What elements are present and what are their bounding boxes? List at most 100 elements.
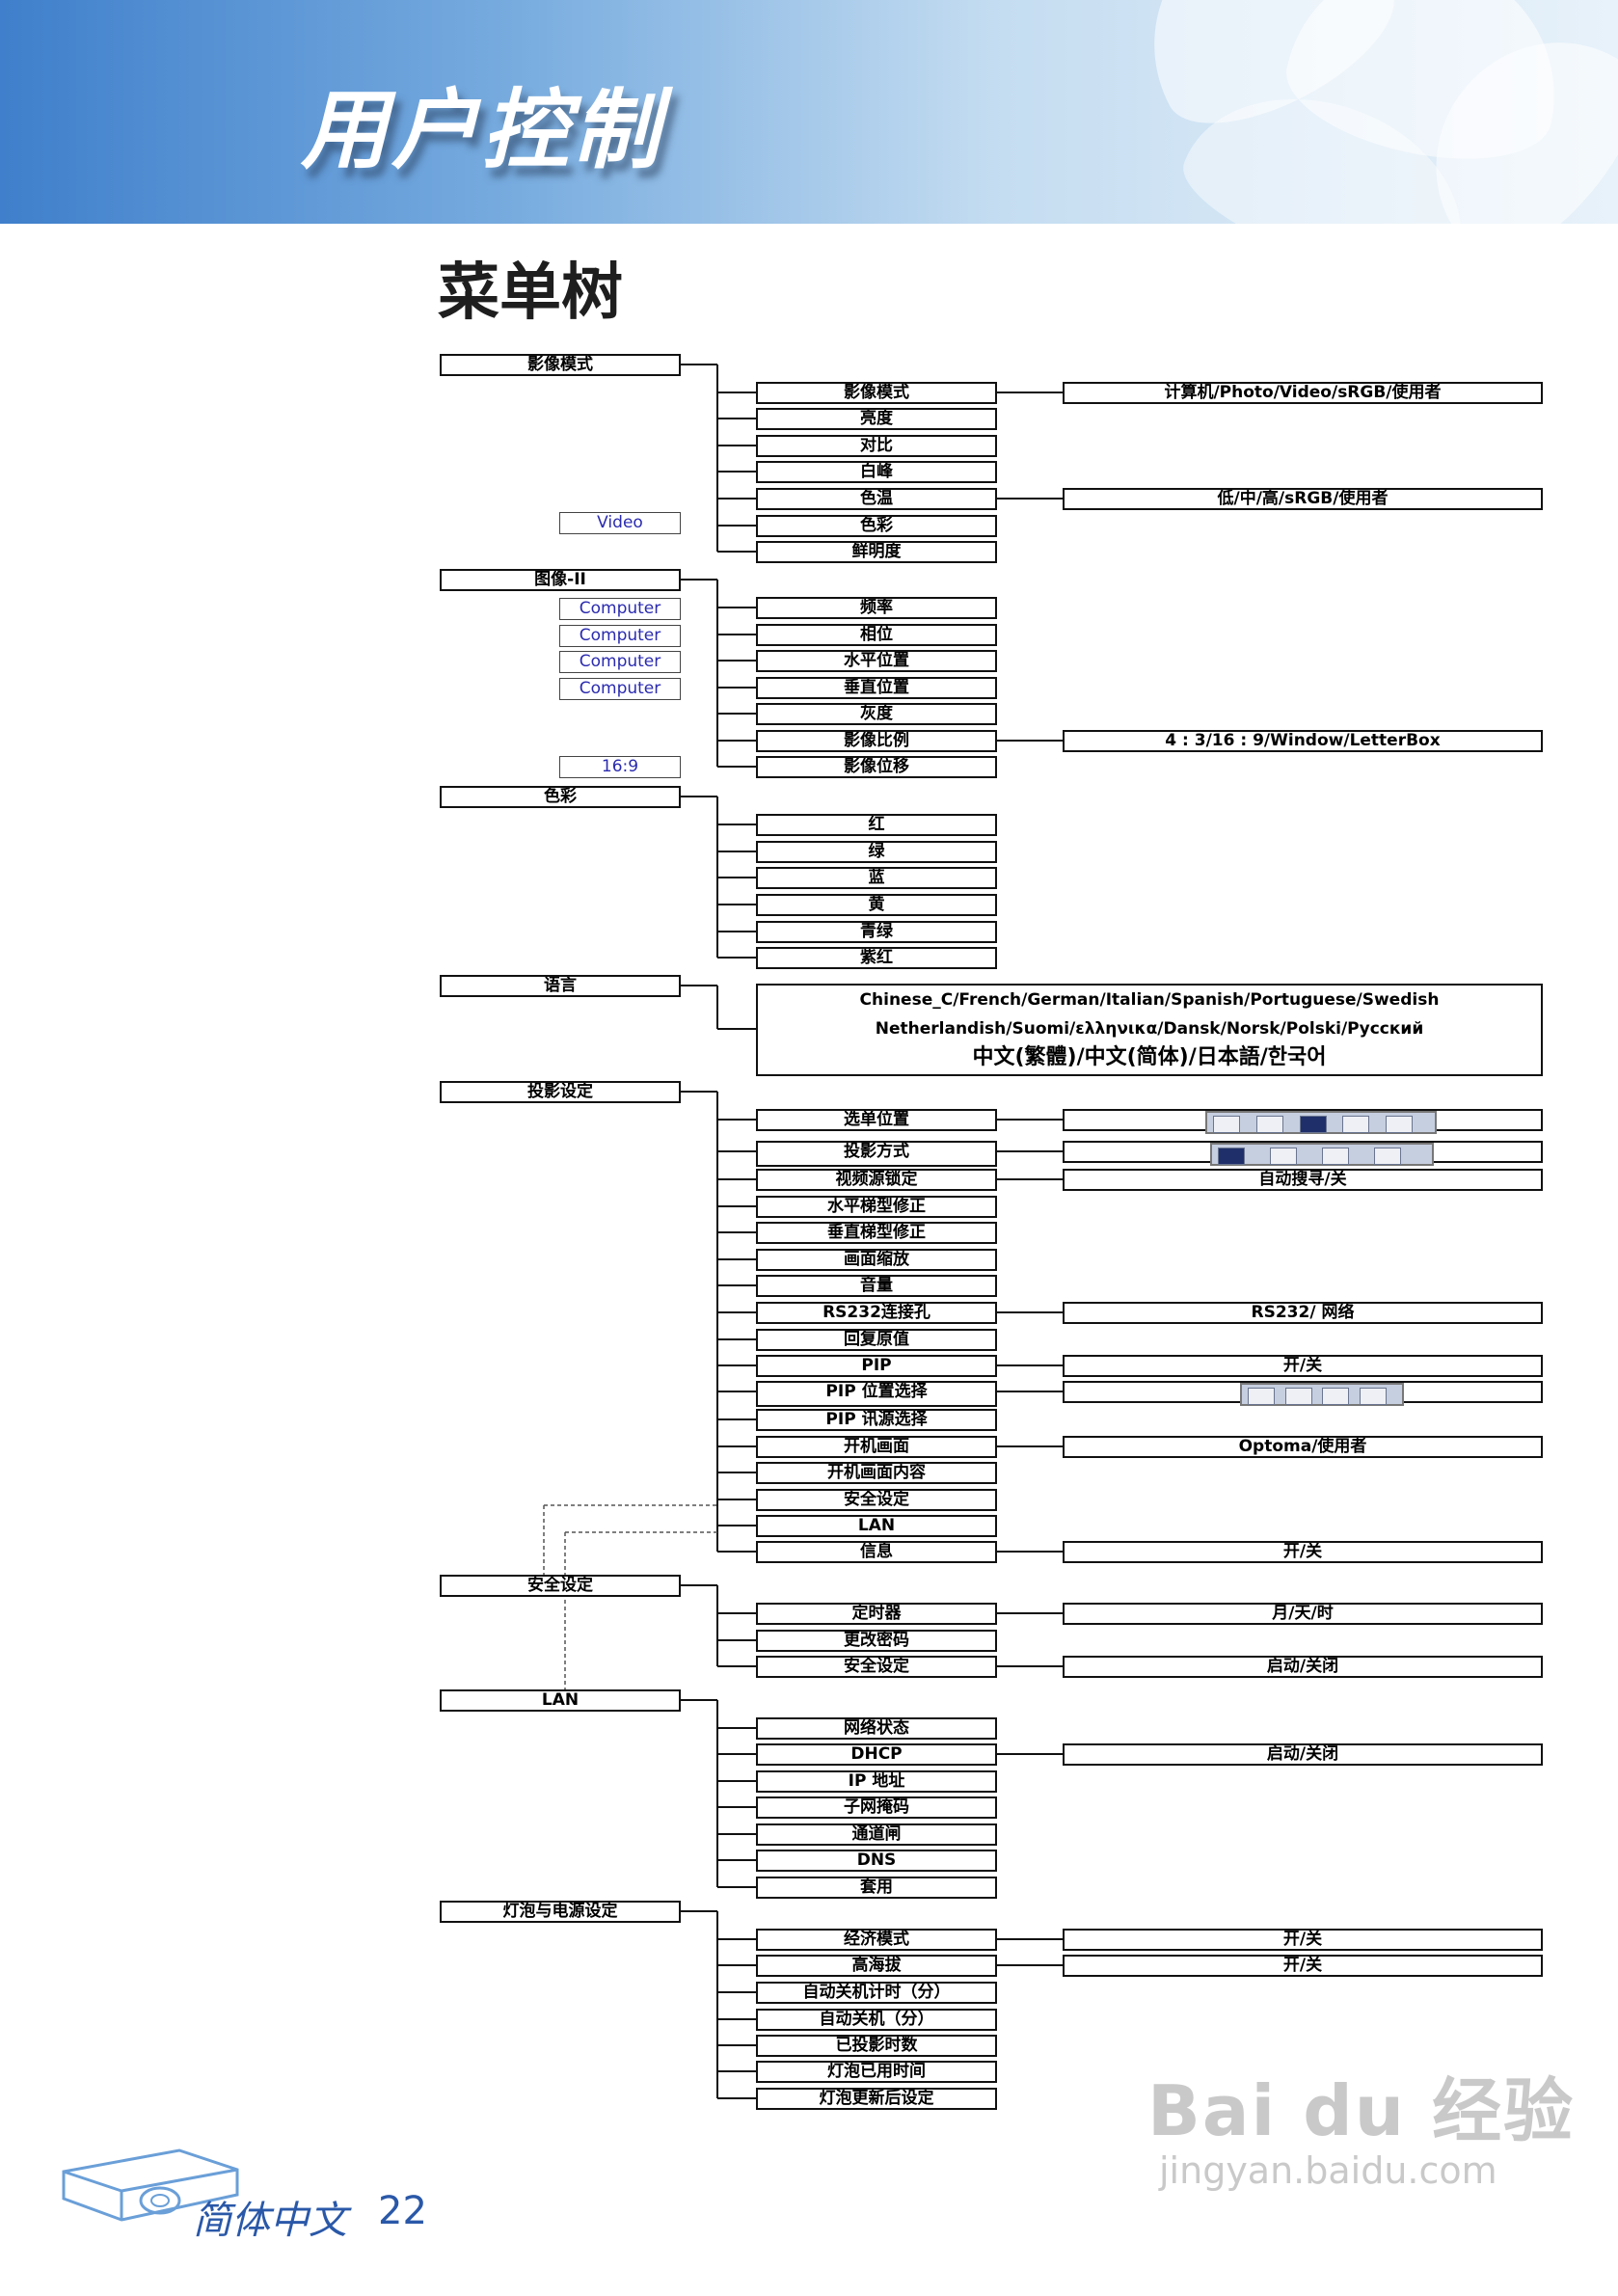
submenu-item: PIP 位置选择 — [756, 1381, 997, 1407]
submenu-item: 开机画面 — [756, 1436, 997, 1458]
option-icon — [1284, 1388, 1312, 1405]
option-values: 低/中/高/sRGB/使用者 — [1063, 488, 1543, 510]
submenu-item: 影像模式 — [756, 382, 997, 404]
submenu-item: 对比 — [756, 435, 997, 457]
option-icon — [1213, 1116, 1240, 1133]
option-icon — [1299, 1116, 1327, 1133]
source-tag: Video — [559, 512, 681, 534]
submenu-item: 开机画面内容 — [756, 1462, 997, 1484]
menu-group-4: 语言 — [440, 975, 681, 997]
option-values: 开/关 — [1063, 1541, 1543, 1563]
submenu-item: 套用 — [756, 1877, 997, 1899]
menu-group-2: 图像-II — [440, 569, 681, 591]
submenu-item: 画面缩放 — [756, 1249, 997, 1271]
submenu-item: 安全设定 — [756, 1656, 997, 1678]
option-icon — [1270, 1148, 1297, 1165]
submenu-item: PIP 讯源选择 — [756, 1409, 997, 1431]
submenu-item: 色彩 — [756, 515, 997, 537]
submenu-item: 影像比例 — [756, 730, 997, 752]
submenu-item: 青绿 — [756, 921, 997, 943]
option-values: Optoma/使用者 — [1063, 1436, 1543, 1458]
submenu-item: 选单位置 — [756, 1109, 997, 1131]
option-icon — [1255, 1116, 1283, 1133]
submenu-item: 子网掩码 — [756, 1796, 997, 1819]
submenu-item: 垂直位置 — [756, 677, 997, 699]
submenu-item: 水平梯型修正 — [756, 1196, 997, 1218]
language-options-box: Chinese_C/French/German/Italian/Spanish/… — [756, 984, 1543, 1076]
submenu-item: 影像位移 — [756, 756, 997, 778]
menu-group-8: 灯泡与电源设定 — [440, 1901, 681, 1923]
submenu-item: 更改密码 — [756, 1630, 997, 1652]
submenu-item: 水平位置 — [756, 650, 997, 672]
submenu-item: DNS — [756, 1850, 997, 1872]
language-options-line: 中文(繁體)/中文(简体)/日本語/한국어 — [972, 1045, 1327, 1069]
option-values: 月/天/时 — [1063, 1603, 1543, 1625]
submenu-item: 投影方式 — [756, 1141, 997, 1167]
option-values: 4 : 3/16 : 9/Window/LetterBox — [1063, 730, 1543, 752]
submenu-item: 安全设定 — [756, 1489, 997, 1511]
baidu-watermark: Bai du 经验 jingyan.baidu.com — [1147, 2054, 1575, 2192]
option-icon — [1322, 1148, 1349, 1165]
submenu-item: 白峰 — [756, 461, 997, 483]
option-icon — [1359, 1388, 1387, 1405]
footer-language: 简体中文 — [193, 2199, 347, 2243]
menu-group-1: 影像模式 — [440, 354, 681, 376]
option-icon — [1218, 1148, 1245, 1165]
submenu-item: DHCP — [756, 1743, 997, 1766]
watermark-brand: Bai du 经验 — [1147, 2070, 1576, 2151]
source-tag: Computer — [559, 598, 681, 620]
menu-group-6: 安全设定 — [440, 1575, 681, 1597]
submenu-item: 蓝 — [756, 867, 997, 889]
submenu-item: 回复原值 — [756, 1329, 997, 1351]
option-values: 开/关 — [1063, 1355, 1543, 1377]
language-options-line: Chinese_C/French/German/Italian/Spanish/… — [859, 990, 1440, 1010]
option-icon — [1322, 1388, 1349, 1405]
page-number: 22 — [378, 2189, 427, 2233]
source-tag: Computer — [559, 625, 681, 647]
submenu-item: 视频源锁定 — [756, 1169, 997, 1191]
projection-mode-icons — [1210, 1143, 1434, 1166]
submenu-item: 灯泡更新后设定 — [756, 2088, 997, 2110]
option-icon — [1342, 1116, 1370, 1133]
submenu-item: 亮度 — [756, 408, 997, 430]
menu-group-3: 色彩 — [440, 786, 681, 808]
menu-group-7: LAN — [440, 1689, 681, 1712]
submenu-item: IP 地址 — [756, 1770, 997, 1793]
submenu-item: PIP — [756, 1355, 997, 1377]
submenu-item: 定时器 — [756, 1603, 997, 1625]
submenu-item: 经济模式 — [756, 1929, 997, 1951]
option-values: 启动/关闭 — [1063, 1743, 1543, 1766]
submenu-item: 通道闸 — [756, 1823, 997, 1846]
watermark-url: jingyan.baidu.com — [1159, 2149, 1497, 2192]
submenu-item: 色温 — [756, 488, 997, 510]
submenu-item: 绿 — [756, 841, 997, 863]
option-values: 启动/关闭 — [1063, 1656, 1543, 1678]
submenu-item: 灰度 — [756, 703, 997, 725]
submenu-item: 音量 — [756, 1275, 997, 1297]
option-icon — [1386, 1116, 1414, 1133]
submenu-item: 信息 — [756, 1541, 997, 1563]
option-icon — [1374, 1148, 1401, 1165]
submenu-item: 鲜明度 — [756, 541, 997, 563]
submenu-item: 紫红 — [756, 947, 997, 969]
menu-group-5: 投影设定 — [440, 1081, 681, 1103]
submenu-item: 相位 — [756, 624, 997, 646]
submenu-item: 灯泡已用时间 — [756, 2061, 997, 2083]
option-values: 开/关 — [1063, 1955, 1543, 1977]
source-tag: Computer — [559, 651, 681, 673]
projector-logo-icon — [54, 2131, 247, 2241]
submenu-item: RS232连接孔 — [756, 1302, 997, 1324]
submenu-item: 网络状态 — [756, 1717, 997, 1740]
submenu-item: 频率 — [756, 597, 997, 619]
option-values: 开/关 — [1063, 1929, 1543, 1951]
submenu-item: 自动关机计时（分） — [756, 1982, 997, 2004]
menu-position-icons — [1205, 1111, 1437, 1134]
pip-position-icons — [1240, 1383, 1404, 1406]
language-options-line: Netherlandish/Suomi/ελληνικα/Dansk/Norsk… — [875, 1019, 1424, 1039]
option-values: 计算机/Photo/Video/sRGB/使用者 — [1063, 382, 1543, 404]
submenu-item: 高海拔 — [756, 1955, 997, 1977]
option-icon — [1248, 1388, 1275, 1405]
submenu-item: 红 — [756, 814, 997, 836]
submenu-item: 已投影时数 — [756, 2035, 997, 2057]
